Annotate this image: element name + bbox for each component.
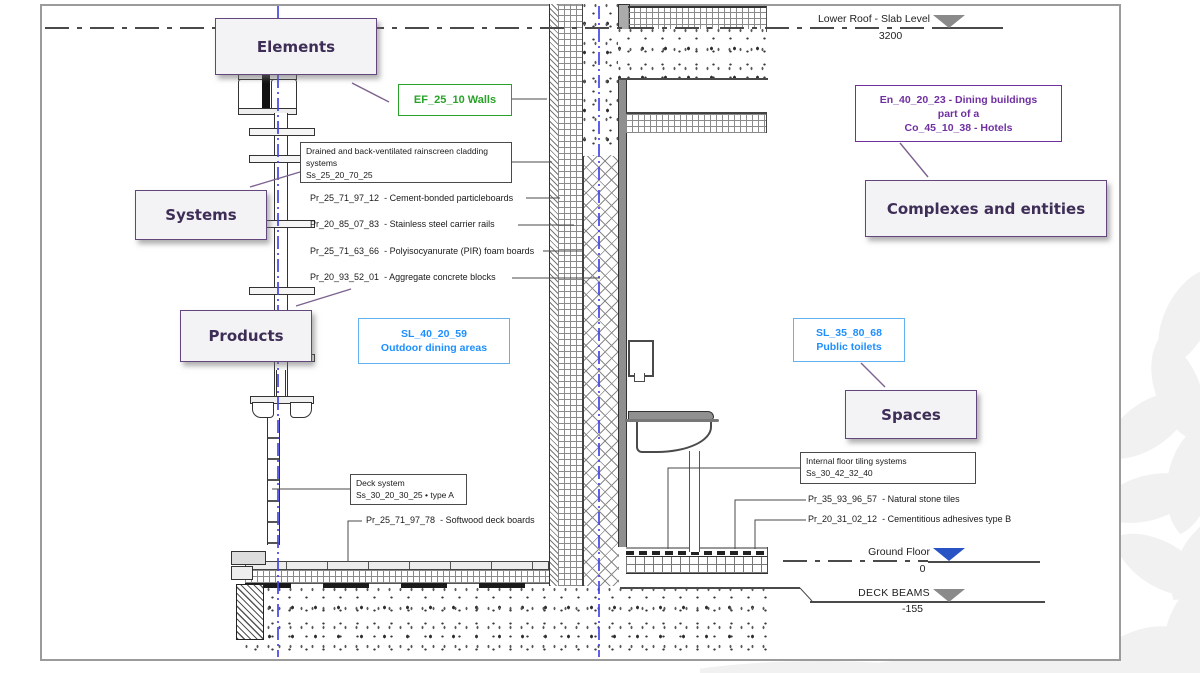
category-label-systems: Systems [165, 206, 237, 224]
lower-roof-level-elevation: 3200 [878, 30, 903, 42]
deck-beams-level-elevation: -155 [901, 603, 923, 615]
deck-beams-level-label: DECK BEAMS [858, 587, 930, 599]
tag-space-toilet-code: SL_35_80_68 [816, 327, 882, 339]
wall-internal-lining [618, 80, 627, 547]
category-box-elements: Elements [215, 18, 377, 75]
tag-entity: En_40_20_23 - Dining buildings part of a… [855, 85, 1062, 142]
ground-floor-level-marker [933, 548, 965, 561]
lower-roof-level-marker [933, 15, 965, 28]
sink-rim-line [625, 419, 719, 422]
product-label-stone-tiles: Pr_35_93_96_57 - Natural stone tiles [808, 494, 960, 504]
rainscreen-line2: systems [306, 158, 338, 168]
tag-space-outdoor-code: SL_40_20_59 [401, 328, 467, 340]
category-label-spaces: Spaces [881, 405, 941, 424]
lower-roof-level-label: Lower Roof - Slab Level [817, 13, 930, 25]
category-label-complexes: Complexes and entities [886, 199, 1086, 218]
label-deck-system: Deck system Ss_30_20_30_25 • type A [350, 474, 467, 505]
floor-edge-line [767, 547, 768, 573]
category-box-complexes: Complexes and entities [865, 180, 1107, 237]
product-label-carrier-rails: Pr_20_85_07_83 - Stainless steel carrier… [310, 219, 495, 229]
deck-system-line1: Deck system [356, 478, 405, 488]
railing-rail-bar [249, 128, 315, 136]
ground-floor-level-line-solid [928, 561, 1040, 563]
tag-space-toilet-name: Public toilets [816, 341, 882, 353]
ground-floor-level-line [783, 560, 928, 562]
ground-floor-level-elevation: 0 [919, 563, 926, 575]
tag-space-outdoor-name: Outdoor dining areas [380, 342, 488, 354]
floor-adhesive-dashes [626, 551, 768, 555]
rainscreen-code: Ss_25_20_70_25 [306, 170, 373, 180]
deck-beams-dashes [245, 583, 557, 588]
deck-structure-grid [245, 570, 549, 584]
product-label-pir-boards: Pr_25_71_63_66 - Polyisocyanurate (PIR) … [310, 246, 535, 256]
product-label-adhesives: Pr_20_31_02_12 - Cementitious adhesives … [808, 514, 1012, 524]
suspended-ceiling-strip [626, 112, 767, 133]
railing-base-stem [276, 370, 286, 398]
deck-beams-level-marker [933, 589, 965, 602]
tag-entity-line1: En_40_20_23 - Dining buildings [879, 93, 1038, 106]
tag-entity-line3: Co_45_10_38 - Hotels [904, 121, 1013, 134]
wall-blockwork-crosshatch [583, 156, 619, 586]
wall-cavity-rails-grid [558, 4, 583, 586]
railing-foot-right [290, 402, 312, 418]
category-label-products: Products [208, 327, 284, 345]
post-footing-bracket [231, 551, 266, 565]
post-footing-plate [231, 566, 253, 580]
roof-slab-speckle [618, 29, 766, 78]
sink-drain-pipe [689, 451, 700, 552]
label-rainscreen-system: Drained and back-ventilated rainscreen c… [300, 142, 512, 183]
structural-gridline-wall [598, 6, 600, 657]
category-label-elements: Elements [256, 37, 336, 56]
deck-beams-level-line [810, 601, 1045, 603]
railing-bottom-plate [238, 108, 297, 115]
railing-bracket-right [271, 79, 297, 111]
category-box-spaces: Spaces [845, 390, 977, 439]
tag-space-outdoor: SL_40_20_59 Outdoor dining areas [358, 318, 510, 364]
roof-soffit-line [618, 78, 768, 80]
category-box-systems: Systems [135, 190, 267, 240]
slab-top-edge-line [620, 587, 800, 589]
railing-rail-bar [249, 287, 315, 295]
floor-tiling-code: Ss_30_42_32_40 [806, 468, 873, 478]
lower-roof-level-line-solid [933, 27, 1003, 29]
wall-concrete-speckle [583, 4, 618, 156]
railing-base-plate [250, 396, 314, 404]
tag-ef-walls: EF_25_10 Walls [398, 84, 512, 116]
product-label-concrete-blocks: Pr_20_93_52_01 - Aggregate concrete bloc… [310, 272, 496, 282]
category-box-products: Products [180, 310, 312, 362]
floor-tile-grid [626, 556, 768, 574]
product-label-particleboards: Pr_25_71_97_12 - Cement-bonded particleb… [310, 193, 514, 203]
railing-centre-bar [262, 70, 270, 114]
product-label-softwood-boards: Pr_25_71_97_78 - Softwood deck boards [366, 515, 535, 525]
dispenser-notch [634, 373, 645, 382]
floor-tiling-line1: Internal floor tiling systems [806, 456, 907, 466]
tag-ef-walls-text: EF_25_10 Walls [413, 94, 497, 106]
deck-support-post [267, 418, 280, 545]
railing-foot-left [252, 402, 274, 418]
tag-space-toilet: SL_35_80_68 Public toilets [793, 318, 905, 362]
deck-boards-strip [245, 561, 549, 570]
foundation-slab-speckle [245, 588, 768, 659]
post-footing-pad-hatch [236, 584, 264, 640]
soap-dispenser [628, 340, 654, 377]
lower-roof-level-line [45, 27, 933, 29]
tag-entity-line2: part of a [937, 107, 980, 120]
ground-floor-level-label: Ground Floor [868, 546, 930, 558]
railing-bracket-left [238, 79, 264, 111]
rainscreen-line1: Drained and back-ventilated rainscreen c… [306, 146, 488, 156]
deck-system-line2: Ss_30_20_30_25 • type A [356, 490, 454, 500]
label-floor-tiling-system: Internal floor tiling systems Ss_30_42_3… [800, 452, 976, 484]
